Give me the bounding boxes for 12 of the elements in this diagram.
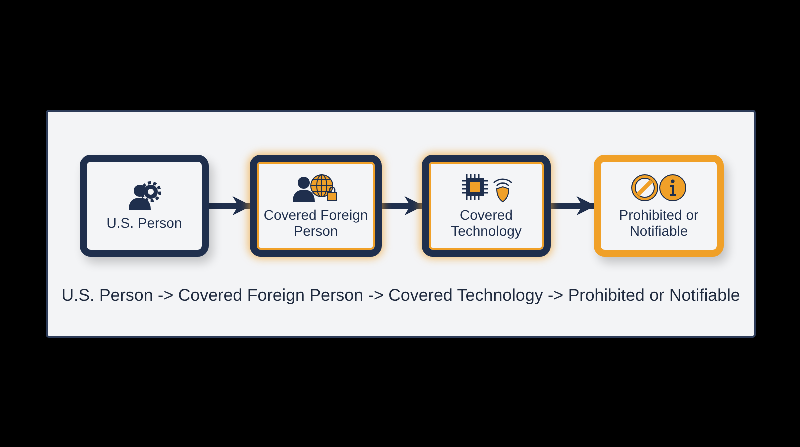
arrow: [382, 196, 424, 216]
process-box: [80, 155, 209, 257]
arrow: [209, 196, 252, 216]
box-label: U.S. Person: [106, 215, 182, 231]
process-box: [594, 155, 724, 257]
box-label: Covered Foreign Person: [262, 207, 370, 239]
flow-summary: U.S. Person -> Covered Foreign Person -> Covered Technology -> Prohibited or Notifiable: [60, 286, 742, 306]
process-box: [250, 155, 382, 257]
process-box: [422, 155, 551, 257]
arrow: [551, 196, 596, 216]
box-label: Prohibited or Notifiable: [618, 207, 700, 239]
box-label: Covered Technology: [450, 207, 523, 239]
